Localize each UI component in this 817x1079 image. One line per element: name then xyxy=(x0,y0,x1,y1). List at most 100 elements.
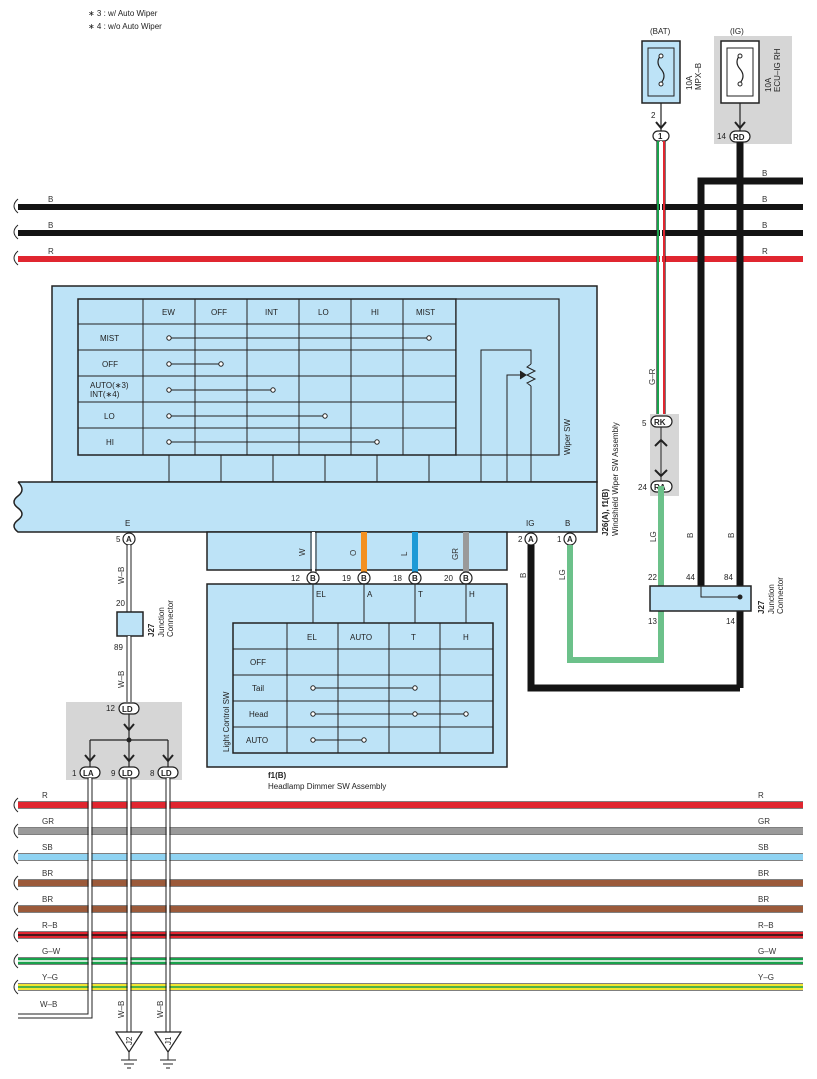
lpin-20: 20 xyxy=(444,574,453,583)
fuse-bat: (BAT) 10A MPX–B 2 1 xyxy=(641,27,703,142)
lpin-18: 18 xyxy=(393,574,402,583)
lt-term-t: T xyxy=(418,590,423,599)
rk-ra-connector: 5 RK 24 RA xyxy=(638,414,679,496)
top-wire-label-2: B xyxy=(48,221,53,230)
gr-wire-label: G–R xyxy=(648,368,657,385)
j27u-line2: Connector xyxy=(166,600,175,637)
light-row-head: Head xyxy=(249,710,268,719)
fuse-bat-name: MPX–B xyxy=(694,63,703,90)
wiper-terminals: E IG B 5 A 2 A 1 A xyxy=(116,519,577,546)
bottom-wire-label-4-r: BR xyxy=(758,895,769,904)
wiper-col-lo: LO xyxy=(318,308,329,317)
ig-black-wire xyxy=(527,545,740,692)
lconn-18: B xyxy=(412,574,418,583)
light-row-tail: Tail xyxy=(252,684,264,693)
lt-term-h: H xyxy=(469,590,475,599)
bottom-wire-label-2-r: SB xyxy=(758,843,769,852)
b-label-j27-right: B xyxy=(727,533,736,538)
wiper-row-auto: AUTO(∗3) xyxy=(90,381,129,390)
wiper-col-ew: EW xyxy=(162,308,175,317)
wiper-row-off: OFF xyxy=(102,360,118,369)
fuse-bat-rating: 10A xyxy=(685,75,694,90)
top-wire-label-2r: B xyxy=(762,221,767,230)
lg-wire-label-a: LG xyxy=(558,569,567,580)
ld-out-pin-2: 8 xyxy=(150,769,155,778)
wiper-row-int: INT(∗4) xyxy=(90,390,120,399)
lpin-12: 12 xyxy=(291,574,300,583)
mid-wire-gr: GR xyxy=(451,548,460,560)
wb-label-j1: W–B xyxy=(156,1001,165,1018)
bottom-wire-label-1-r: GR xyxy=(758,817,770,826)
conn-a-ig: A xyxy=(528,535,534,544)
mid-wire-l: L xyxy=(400,551,409,556)
lconn-20: B xyxy=(463,574,469,583)
b-wire-loop xyxy=(697,177,803,597)
j27r-code: J27 xyxy=(757,600,766,614)
ground-j2-label: J2 xyxy=(125,1036,134,1045)
j27u-pin89: 89 xyxy=(114,643,123,652)
ground-icon xyxy=(114,1031,144,1054)
conn-a-e: A xyxy=(126,535,132,544)
bottom-wire-label-4-l: BR xyxy=(42,895,53,904)
bottom-wire-label-7-l: Y–G xyxy=(42,973,58,982)
lt-term-el: EL xyxy=(316,590,326,599)
light-col-h: H xyxy=(463,633,469,642)
bottom-wire-label-0-l: R xyxy=(42,791,48,800)
fuse-symbol-icon xyxy=(736,54,744,84)
fuse-ig-rating: 10A xyxy=(764,77,773,92)
fuse-ig-name: ECU–IG RH xyxy=(773,48,782,92)
ra-pin: 24 xyxy=(638,483,647,492)
j27-upper-box xyxy=(116,611,144,637)
light-row-auto: AUTO xyxy=(246,736,268,745)
ground-j2: J2 xyxy=(114,1031,144,1069)
pin-1: 1 xyxy=(557,535,562,544)
assembly-name: Windshield Wiper SW Assembly xyxy=(611,422,620,536)
bottom-wire-label-3-r: BR xyxy=(758,869,769,878)
light-control-sw: EL A T H EL AUTO T H OFF Tail Head AUTO … xyxy=(206,583,508,768)
ld-out-pin-1: 9 xyxy=(111,769,116,778)
conn-a-b: A xyxy=(567,535,573,544)
fuse-bat-conn-pin: 1 xyxy=(658,132,663,141)
bottom-wire-label-3-l: BR xyxy=(42,869,53,878)
wb-label-mid: W–B xyxy=(117,671,126,688)
wiper-matrix xyxy=(77,298,457,456)
top-wire-label-0: B xyxy=(762,169,767,178)
top-wire-label-1: B xyxy=(48,195,53,204)
wiper-base xyxy=(13,481,598,533)
fuse-ig-conn: RD xyxy=(733,133,745,142)
mid-connector: W O L GR xyxy=(206,531,508,574)
wiper-col-int: INT xyxy=(265,308,278,317)
bottom-wire-label-8: W–B xyxy=(40,1000,57,1009)
light-sw-label: Light Control SW xyxy=(222,691,231,752)
j27r-pin14: 14 xyxy=(726,617,735,626)
mid-wire-w: W xyxy=(298,548,307,556)
wiper-col-mist: MIST xyxy=(416,308,435,317)
j27r-line2: Connector xyxy=(776,577,785,614)
bottom-wire-label-0-r: R xyxy=(758,791,764,800)
ground-j1: J1 xyxy=(153,1031,183,1069)
pin-2: 2 xyxy=(518,535,523,544)
light-row-off: OFF xyxy=(250,658,266,667)
note-auto-wiper: ∗ 3 : w/ Auto Wiper xyxy=(88,9,158,18)
j27u-line1: Junction xyxy=(157,607,166,637)
ground-icon xyxy=(153,1031,183,1054)
ld-out-conn-2: LD xyxy=(161,769,172,778)
potentiometer-icon xyxy=(480,349,537,482)
ld-drops: W–B W–B xyxy=(18,778,171,1032)
j27u-code: J27 xyxy=(147,623,156,637)
wb-label-upper: W–B xyxy=(117,567,126,584)
light-pins: 12 B 19 B 18 B 20 B xyxy=(291,571,473,585)
bottom-wire-label-2-l: SB xyxy=(42,843,53,852)
ld-out-conn-0: LA xyxy=(83,769,94,778)
lconn-12: B xyxy=(310,574,316,583)
bottom-wire-label-6-l: G–W xyxy=(42,947,61,956)
wb-label-j2: W–B xyxy=(117,1001,126,1018)
dimmer-name: Headlamp Dimmer SW Assembly xyxy=(268,782,386,791)
j27r-pin13: 13 xyxy=(648,617,657,626)
wiper-row-mist: MIST xyxy=(100,334,119,343)
bottom-wire-label-7-r: Y–G xyxy=(758,973,774,982)
dimmer-code: f1(B) xyxy=(268,771,287,780)
j27r-pin84: 84 xyxy=(724,573,733,582)
